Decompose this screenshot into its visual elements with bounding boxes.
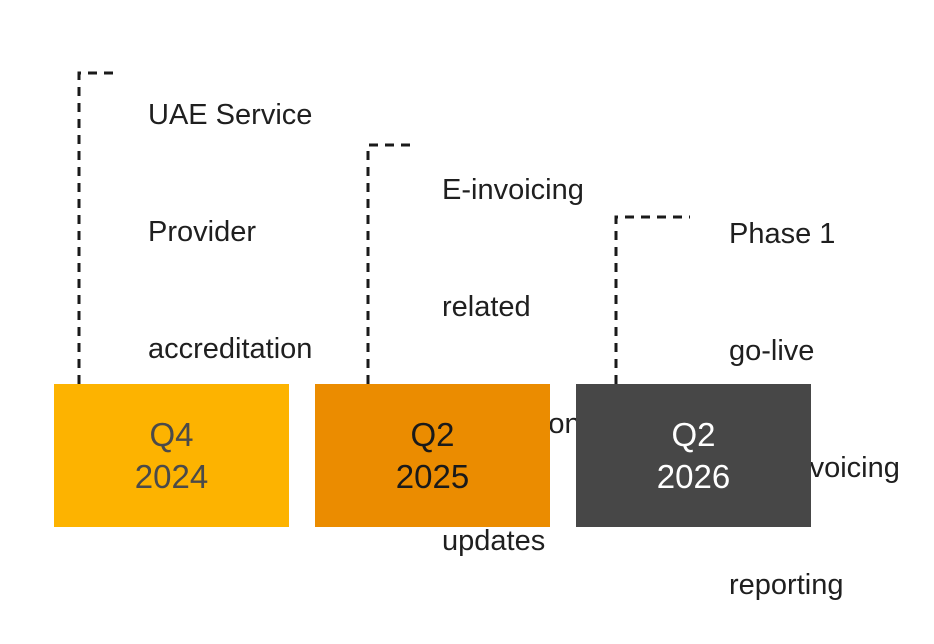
milestone-text-line: Provider — [148, 216, 256, 248]
milestone-text-line: E-invoicing — [442, 174, 584, 206]
quarter-label: Q2 — [410, 415, 455, 453]
timeline-connectors — [77, 71, 690, 384]
milestone-text-line: accreditation — [148, 333, 313, 365]
connector-2025 — [366, 143, 410, 384]
milestone-text-line: updates — [442, 525, 546, 557]
quarter-label: Q2 — [671, 415, 716, 453]
quarter-box-2026: Q2 2026 — [576, 384, 811, 527]
connector-2024 — [77, 71, 119, 384]
year-label: 2026 — [656, 457, 731, 495]
milestone-text-line: related — [442, 291, 531, 323]
year-label: 2024 — [134, 457, 209, 495]
milestone-text-line: Phase 1 — [729, 218, 836, 250]
milestone-text-line: UAE Service — [148, 99, 313, 131]
quarter-box-2025: Q2 2025 — [315, 384, 550, 527]
year-label: 2025 — [395, 457, 470, 495]
milestone-text-line: go-live — [729, 335, 815, 367]
quarter-label: Q4 — [149, 415, 194, 453]
quarter-box-2024: Q4 2024 — [54, 384, 289, 527]
milestone-text-line: reporting — [729, 569, 844, 601]
connector-2026 — [614, 215, 690, 384]
